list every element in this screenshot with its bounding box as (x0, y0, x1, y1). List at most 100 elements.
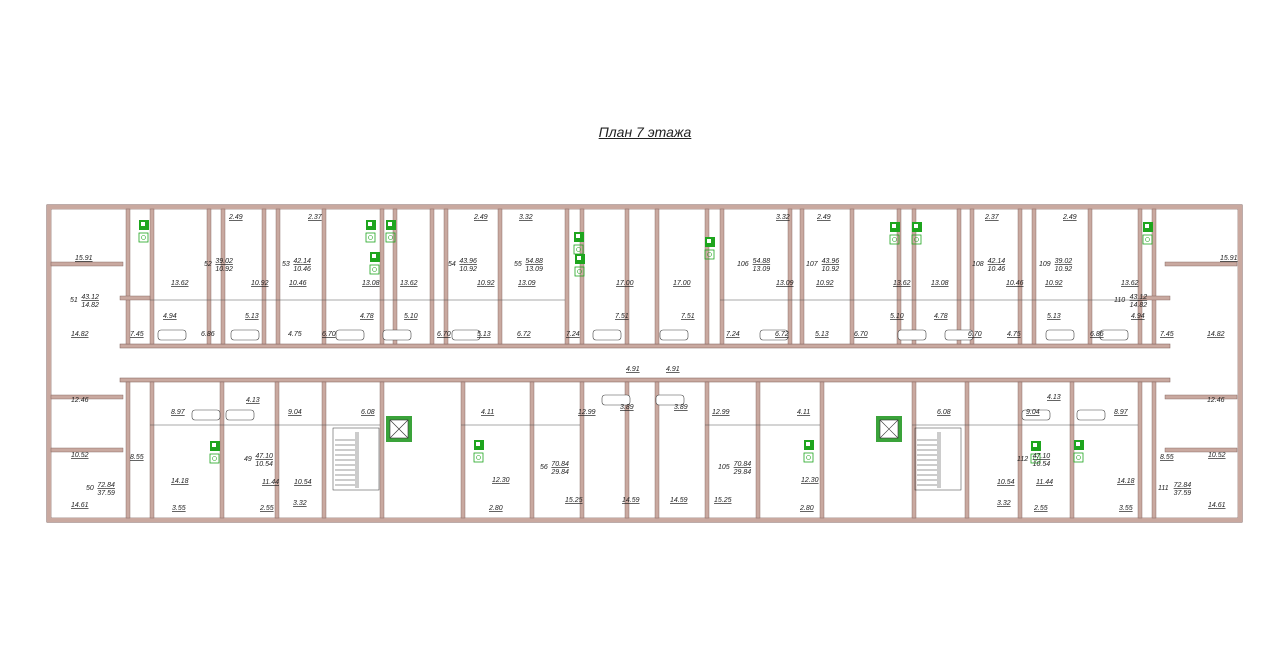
room-area-81: 10.54 (997, 479, 1015, 486)
room-area-40: 7.51 (681, 313, 695, 320)
room-area-80: 12.30 (801, 477, 819, 484)
apartment-number: 51 (70, 297, 78, 304)
room-area-29: 6.86 (201, 331, 215, 338)
apartment-living-area: 10.92 (215, 266, 233, 273)
bathtub-icon (382, 329, 412, 341)
room-area-21: 13.62 (893, 280, 911, 287)
room-area-93: 2.80 (799, 505, 814, 512)
apartment-number: 106 (737, 261, 749, 268)
room-area-51: 4.94 (1131, 313, 1145, 320)
apartment-total-area: 54.88 (525, 258, 543, 265)
stove-icon (911, 222, 922, 245)
room-area-27: 14.82 (1207, 331, 1225, 338)
room-area-17: 17.00 (616, 280, 634, 287)
stove-icon (1030, 441, 1041, 464)
room-area-64: 3.89 (620, 404, 634, 411)
room-area-16: 13.09 (518, 280, 536, 287)
room-area-54: 4.91 (626, 366, 640, 373)
apartment-number: 49 (244, 456, 252, 463)
room-area-1: 2.49 (228, 214, 243, 221)
room-area-55: 4.91 (666, 366, 680, 373)
room-area-47: 6.70 (968, 331, 982, 338)
room-area-23: 10.46 (1006, 280, 1024, 287)
stairs-right (914, 427, 962, 491)
apartment-number: 112 (1017, 456, 1028, 463)
room-area-14: 13.62 (400, 280, 418, 287)
apartment-number: 53 (282, 261, 290, 268)
room-area-73: 8.55 (130, 454, 144, 461)
apartment-number: 105 (718, 464, 730, 471)
room-area-56: 12.46 (71, 397, 89, 404)
room-area-35: 6.70 (437, 331, 451, 338)
room-area-5: 3.32 (776, 214, 790, 221)
room-area-58: 8.97 (171, 409, 186, 416)
room-area-76: 14.18 (171, 478, 189, 485)
apartment-total-area: 72.84 (1174, 482, 1192, 489)
room-area-34: 5.10 (404, 313, 418, 320)
apartment-number: 55 (514, 261, 522, 268)
room-area-28: 4.94 (163, 313, 177, 320)
bathtub-icon (230, 329, 260, 341)
corridor-walls (119, 343, 1171, 383)
bathtub-icon (157, 329, 187, 341)
room-area-68: 6.08 (937, 409, 951, 416)
bathtub-icon (759, 329, 789, 341)
room-area-71: 8.97 (1114, 409, 1129, 416)
room-area-44: 6.70 (854, 331, 868, 338)
bathtub-icon (1076, 409, 1106, 421)
plan-title: План 7 этажа (598, 124, 692, 140)
stove-icon (209, 441, 220, 464)
apartment-total-area: 70.84 (734, 461, 752, 468)
room-area-11: 10.92 (251, 280, 269, 287)
room-area-91: 14.59 (670, 497, 688, 504)
apartment-living-area: 29.84 (550, 469, 569, 476)
bathtub-icon (1045, 329, 1075, 341)
apartment-total-area: 39.02 (1055, 258, 1073, 265)
stove-icon (138, 220, 149, 243)
stairs-left (332, 427, 380, 491)
bathtub-icon (655, 394, 685, 406)
apartment-living-area: 10.46 (293, 266, 311, 273)
apartment-living-area: 10.92 (822, 266, 840, 273)
apartment-total-area: 54.88 (753, 258, 771, 265)
elevator-left (386, 416, 412, 442)
room-area-24: 10.92 (1045, 280, 1063, 287)
stove-icon (1142, 222, 1153, 245)
room-area-90: 14.59 (622, 497, 640, 504)
room-area-72: 10.52 (71, 452, 89, 459)
room-area-45: 5.10 (890, 313, 904, 320)
kitchen-fixtures (138, 220, 1153, 464)
room-area-49: 5.13 (1047, 313, 1061, 320)
room-area-3: 2.49 (473, 214, 488, 221)
room-area-15: 10.92 (477, 280, 495, 287)
room-area-20: 10.92 (816, 280, 834, 287)
room-area-67: 4.11 (797, 409, 810, 416)
room-area-70: 4.13 (1047, 394, 1061, 401)
room-area-60: 9.04 (288, 409, 302, 416)
room-area-66: 12.99 (712, 409, 730, 416)
room-area-94: 3.32 (997, 500, 1011, 507)
room-area-12: 10.46 (289, 280, 307, 287)
interior-lines (150, 299, 1138, 426)
room-area-86: 2.55 (259, 505, 274, 512)
room-area-6: 2.49 (816, 214, 831, 221)
room-area-41: 7.24 (726, 331, 740, 338)
room-area-25: 13.62 (1121, 280, 1139, 287)
apartment-number: 111 (1158, 485, 1169, 492)
room-area-92: 15.25 (714, 497, 732, 504)
apartment-living-area: 37.59 (1174, 490, 1192, 497)
room-area-0: 15.91 (75, 255, 93, 262)
room-area-57: 12.46 (1207, 397, 1225, 404)
apartment-total-area: 43.96 (822, 258, 840, 265)
outer-walls (46, 204, 1243, 523)
stove-icon (574, 254, 585, 277)
apartment-total-area: 47.10 (1033, 453, 1051, 460)
bathtub-icon (451, 329, 481, 341)
room-area-74: 8.55 (1160, 454, 1174, 461)
room-area-31: 4.75 (288, 331, 302, 338)
room-area-10: 13.62 (171, 280, 189, 287)
room-area-42: 6.72 (775, 331, 789, 338)
stove-icon (1073, 440, 1084, 463)
